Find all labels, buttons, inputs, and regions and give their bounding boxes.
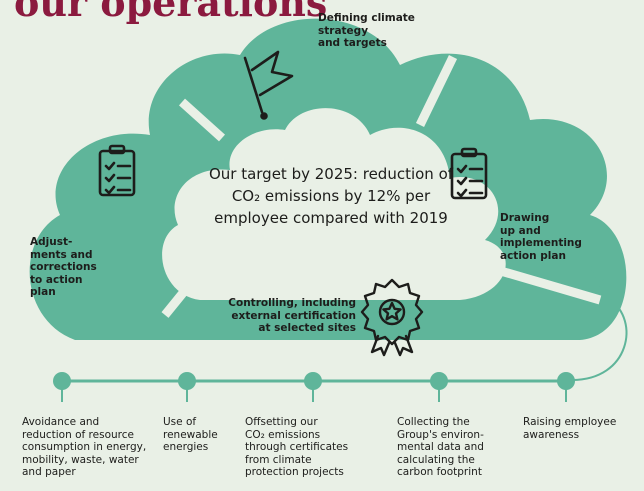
clipboard-checklist-icon	[450, 147, 488, 200]
certificate-badge-icon	[360, 278, 424, 357]
cycle-step-adjustments: Adjust- ments and corrections to action …	[30, 236, 97, 298]
cycle-step-action-plan: Drawing up and implementing action plan	[500, 212, 582, 262]
timeline-node	[53, 372, 71, 390]
flag-icon	[243, 50, 294, 120]
cycle-step-controlling: Controlling, including external certific…	[228, 297, 356, 334]
timeline	[53, 372, 575, 402]
timeline-node	[178, 372, 196, 390]
arrow-icon	[571, 266, 628, 381]
timeline-item-avoidance: Avoidance and reduction of resource cons…	[22, 416, 147, 479]
timeline-node	[304, 372, 322, 390]
center-target-text: Our target by 2025: reduction of CO₂ emi…	[208, 165, 454, 227]
timeline-node	[557, 372, 575, 390]
clipboard-checklist-icon	[98, 144, 136, 197]
cloud-inner	[162, 108, 506, 301]
timeline-node	[430, 372, 448, 390]
timeline-item-awareness: Raising employee awareness	[523, 416, 617, 441]
cloud-segment-gaps	[161, 55, 602, 318]
timeline-item-offsetting: Offsetting our CO₂ emissions through cer…	[245, 416, 349, 479]
cycle-step-strategy: Defining climate strategy and targets	[318, 12, 415, 49]
timeline-item-data: Collecting the Group's environ- mental d…	[397, 416, 484, 479]
page-title: our operations	[14, 0, 328, 25]
timeline-item-renewables: Use of renewable energies	[163, 416, 218, 454]
